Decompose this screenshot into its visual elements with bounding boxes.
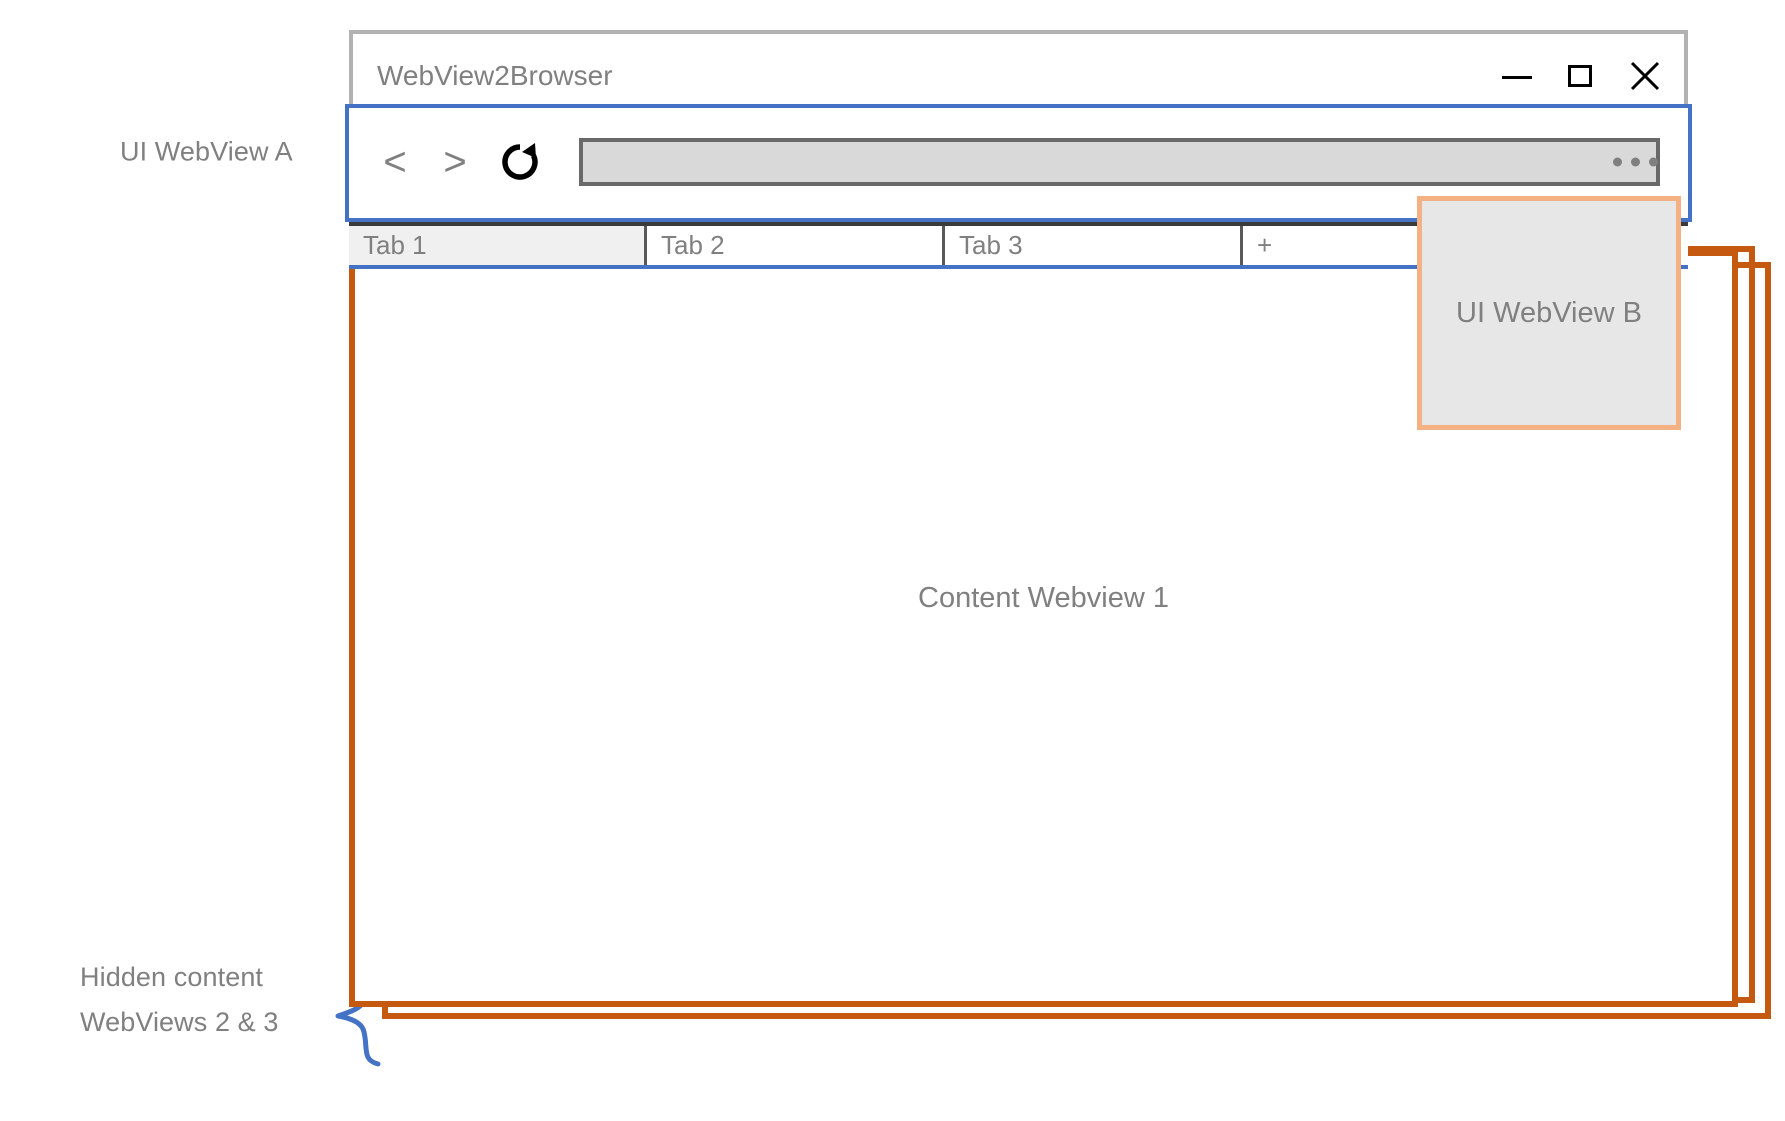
ui-webview-b-label: UI WebView B <box>1456 296 1642 329</box>
tab-1[interactable]: Tab 1 <box>349 226 647 265</box>
back-button[interactable]: < <box>383 140 407 184</box>
ui-webview-b: UI WebView B <box>1417 196 1681 430</box>
tab-3[interactable]: Tab 3 <box>945 226 1243 265</box>
hidden-content-line-1: Hidden content <box>80 962 264 992</box>
window-title: WebView2Browser <box>377 60 613 91</box>
ellipsis-dot <box>1649 157 1658 167</box>
annotation-label-ui-webview-a: UI WebView A <box>120 136 293 167</box>
minimize-icon[interactable] <box>1500 59 1534 93</box>
reload-icon[interactable] <box>493 133 547 191</box>
address-input[interactable] <box>579 138 1660 186</box>
ellipsis-dot <box>1631 157 1640 167</box>
forward-button[interactable]: > <box>443 140 467 184</box>
ellipsis-dot <box>1613 157 1622 167</box>
hidden-content-line-2: WebViews 2 & 3 <box>80 1007 279 1037</box>
tab-2[interactable]: Tab 2 <box>647 226 945 265</box>
content-webview-1-label: Content Webview 1 <box>918 582 1169 614</box>
window-controls <box>1500 59 1662 93</box>
maximize-icon[interactable] <box>1564 59 1598 93</box>
close-icon[interactable] <box>1628 59 1662 93</box>
more-ellipsis-icon[interactable] <box>1613 157 1658 167</box>
new-tab-button[interactable]: + <box>1243 226 1423 265</box>
